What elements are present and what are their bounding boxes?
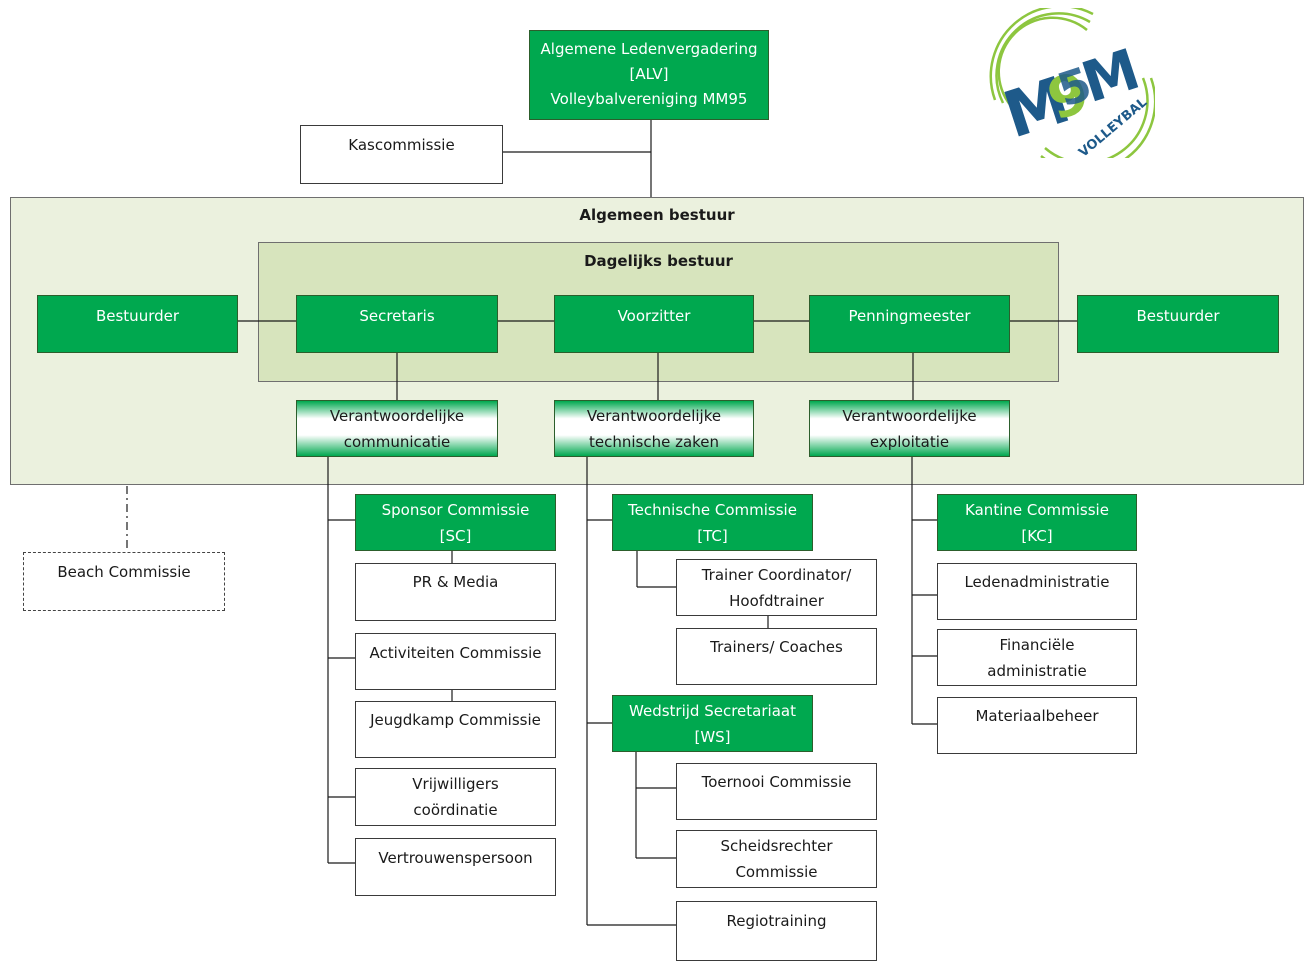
scheidsrechter-line1: Scheidsrechter (720, 837, 833, 855)
materiaalbeheer-box: Materiaalbeheer (937, 697, 1137, 754)
alv-line3: Volleybalvereniging MM95 (550, 90, 748, 108)
scheidsrechter-line2: Commissie (735, 863, 818, 881)
vertrouwenspersoon-box: Vertrouwenspersoon (355, 838, 556, 896)
activiteiten-commissie-box: Activiteiten Commissie (355, 633, 556, 690)
financiele-administratie-box: Financiële administratie (937, 629, 1137, 686)
kc-line2: [KC] (1021, 526, 1053, 545)
ws-line2: [WS] (694, 727, 731, 746)
kascommissie-box: Kascommissie (300, 125, 503, 184)
pr-media-box: PR & Media (355, 563, 556, 621)
trainers-coaches-box: Trainers/ Coaches (676, 628, 877, 685)
beach-commissie-label: Beach Commissie (57, 563, 191, 581)
trainer-coordinator-line2: Hoofdtrainer (729, 591, 824, 610)
ws-line1: Wedstrijd Secretariaat (629, 701, 796, 720)
pr-media-label: PR & Media (412, 573, 499, 591)
secretaris-box: Secretaris (296, 295, 498, 353)
beach-commissie-box: Beach Commissie (23, 552, 225, 611)
verantw-technisch-line1: Verantwoordelijke (586, 406, 722, 425)
activiteiten-label: Activiteiten Commissie (369, 644, 542, 662)
kascommissie-label: Kascommissie (348, 136, 455, 154)
financiele-line2: administratie (987, 661, 1087, 680)
trainer-coordinator-line1: Trainer Coordinator/ (701, 565, 852, 584)
ledenadministratie-label: Ledenadministratie (964, 573, 1110, 591)
technische-commissie-box: Technische Commissie [TC] (612, 494, 813, 551)
dagelijks-bestuur-title: Dagelijks bestuur (584, 252, 733, 270)
bestuurder-right-label: Bestuurder (1136, 307, 1220, 325)
verantw-technisch-box: Verantwoordelijke technische zaken (554, 400, 754, 457)
vrijwilligers-line2: coördinatie (413, 801, 498, 819)
materiaalbeheer-label: Materiaalbeheer (975, 707, 1099, 725)
penningmeester-label: Penningmeester (848, 307, 971, 325)
bestuurder-right-box: Bestuurder (1077, 295, 1279, 353)
wedstrijd-secretariaat-box: Wedstrijd Secretariaat [WS] (612, 695, 813, 752)
ledenadministratie-box: Ledenadministratie (937, 563, 1137, 620)
trainer-coordinator-box: Trainer Coordinator/ Hoofdtrainer (676, 559, 877, 616)
secretaris-label: Secretaris (359, 307, 435, 325)
verantw-technisch-line2: technische zaken (588, 432, 720, 451)
voorzitter-box: Voorzitter (554, 295, 754, 353)
kc-line1: Kantine Commissie (965, 500, 1109, 519)
alv-box: Algemene Ledenvergadering [ALV] Volleyba… (529, 30, 769, 120)
verantw-communicatie-line2: communicatie (343, 432, 451, 451)
financiele-line1: Financiële (999, 635, 1075, 654)
alv-line2: [ALV] (629, 65, 669, 83)
kantine-commissie-box: Kantine Commissie [KC] (937, 494, 1137, 551)
verantw-communicatie-box: Verantwoordelijke communicatie (296, 400, 498, 457)
sponsor-line2: [SC] (439, 526, 472, 545)
tc-line2: [TC] (697, 526, 728, 545)
verantw-exploitatie-box: Verantwoordelijke exploitatie (809, 400, 1010, 457)
regiotraining-box: Regiotraining (676, 901, 877, 961)
mm95-logo: M 9 5 M VOLLEYBAL (985, 4, 1157, 173)
regiotraining-label: Regiotraining (726, 912, 827, 930)
sponsor-line1: Sponsor Commissie (381, 500, 530, 519)
vertrouwenspersoon-label: Vertrouwenspersoon (378, 849, 533, 867)
sponsor-commissie-box: Sponsor Commissie [SC] (355, 494, 556, 551)
jeugdkamp-commissie-box: Jeugdkamp Commissie (355, 701, 556, 758)
verantw-exploitatie-line1: Verantwoordelijke (842, 406, 977, 425)
verantw-exploitatie-line2: exploitatie (869, 432, 950, 451)
toernooi-label: Toernooi Commissie (701, 773, 852, 791)
vrijwilligers-box: Vrijwilligers coördinatie (355, 768, 556, 826)
penningmeester-box: Penningmeester (809, 295, 1010, 353)
trainers-coaches-label: Trainers/ Coaches (710, 638, 843, 656)
vrijwilligers-line1: Vrijwilligers (412, 775, 499, 793)
verantw-communicatie-line1: Verantwoordelijke (329, 406, 465, 425)
alv-line1: Algemene Ledenvergadering (540, 40, 758, 58)
bestuurder-left-box: Bestuurder (37, 295, 238, 353)
voorzitter-label: Voorzitter (617, 307, 691, 325)
algemeen-bestuur-title: Algemeen bestuur (579, 206, 735, 224)
scheidsrechter-commissie-box: Scheidsrechter Commissie (676, 830, 877, 888)
tc-line1: Technische Commissie (628, 500, 797, 519)
jeugdkamp-label: Jeugdkamp Commissie (370, 711, 541, 729)
bestuurder-left-label: Bestuurder (95, 307, 180, 325)
toernooi-commissie-box: Toernooi Commissie (676, 763, 877, 820)
